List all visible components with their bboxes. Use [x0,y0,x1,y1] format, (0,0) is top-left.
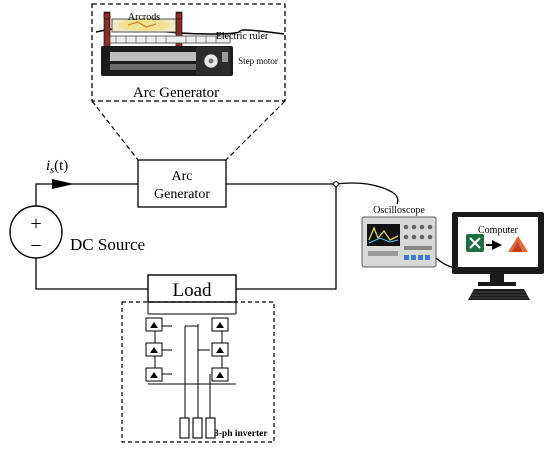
arc-generator-line2: Generator [154,187,210,202]
computer: Computer [452,212,544,300]
right-rod-cap [175,12,183,20]
motor-label: Step motor [238,56,278,66]
scope-knobs [403,224,433,240]
zoom-line-left [91,100,139,161]
inset-title: Arc Generator [133,85,219,101]
source-plus: + [30,213,41,235]
left-rod-cap [103,12,111,20]
arc-generator-block: Arc Generator [137,159,227,208]
excel-x-mark [469,237,481,249]
source-minus: − [30,235,41,257]
load-label: Load [172,280,212,301]
phase-a-load [179,417,190,439]
arc-generator-line1: Arc [172,169,193,184]
computer-label: Computer [478,225,519,236]
circuit-wires [35,182,399,290]
switch-diodes [150,322,224,378]
zoom-line-right [225,100,286,161]
inverter-switches [145,317,229,382]
dc-source: + − DC Source [9,205,145,259]
arc-spark [127,21,157,28]
probe-node [333,181,339,187]
load-block: Load [147,274,237,303]
dc-source-label: DC Source [70,235,145,254]
keyboard [468,289,530,300]
arcrods-label: Arcrods [128,12,160,23]
wire-source-top [35,183,138,206]
probe-cable [335,182,399,205]
inverter-label: 3-ph inverter [214,429,268,439]
keyboard-keys [470,291,528,299]
output-loads [179,417,216,439]
arc-generator-box [137,159,227,208]
current-arrow-icon [52,179,74,189]
phase-b-load [192,417,203,439]
ruler-label: Electric ruler [216,31,269,42]
arrow-icon [492,240,502,250]
inverter-block: 3-ph inverter [121,301,275,443]
oscilloscope-label: Oscilloscope [373,205,425,216]
inverter-frame [121,301,275,443]
electric-ruler [109,35,231,44]
monitor-stand [490,274,504,282]
wire-source-bottom [35,258,148,290]
oscilloscope: Oscilloscope [361,205,437,268]
monitor-base [478,282,516,286]
dc-source-circle [9,205,63,259]
rail-guide [110,64,222,70]
rail-track [110,52,222,61]
oscilloscope-screen [367,224,400,246]
scope-waveform [368,226,399,241]
phase-c-load [205,417,216,439]
scope-channel-buttons [404,255,430,260]
wire-right-return [226,183,337,290]
arc-generator-inset: Arcrods Electric ruler Step motor Arc Ge… [91,3,286,102]
current-label: is(t) [46,158,68,176]
